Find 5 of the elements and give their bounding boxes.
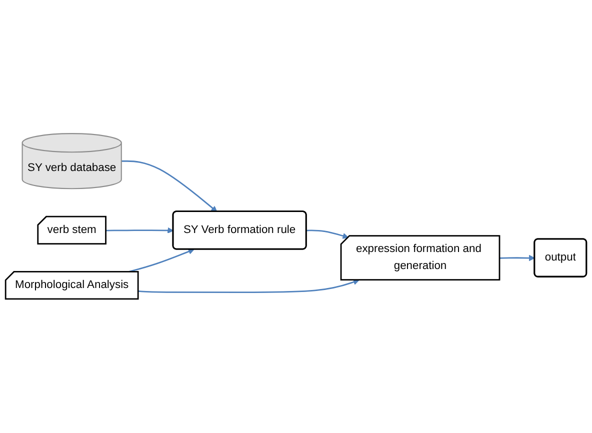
arrow: [106, 228, 174, 234]
arrow: [500, 255, 536, 262]
arrow: [121, 160, 218, 212]
arrow: [306, 230, 349, 240]
arrow: [138, 279, 360, 294]
